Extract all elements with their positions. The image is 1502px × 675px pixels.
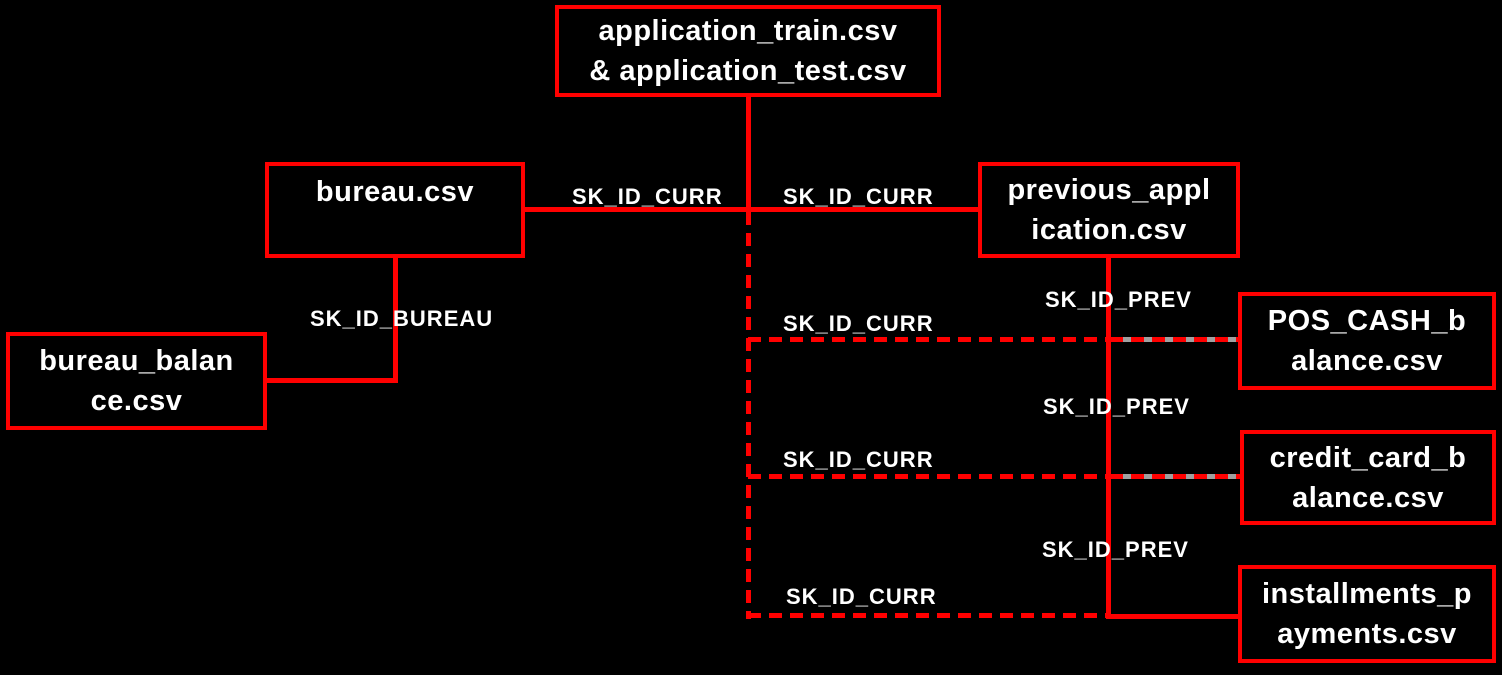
edge-curr-pos-dashed-line <box>748 337 1110 342</box>
edge-label-sk-id-curr-previous: SK_ID_CURR <box>783 184 934 209</box>
node-bureau: bureau.csv <box>265 162 525 258</box>
node-label: POS_CASH_b <box>1267 305 1467 337</box>
edge-bureau-balance-vline <box>393 258 398 383</box>
edge-application-trunk-line <box>746 97 751 211</box>
edge-label-sk-id-prev-credit: SK_ID_PREV <box>1043 394 1190 419</box>
node-label: previous_appl <box>1007 174 1211 206</box>
edge-label-sk-id-curr-bureau: SK_ID_CURR <box>572 184 723 209</box>
node-application-train-test: application_train.csv & application_test… <box>555 5 941 97</box>
edge-curr-installments-dashed-line <box>748 613 1110 618</box>
node-label: ication.csv <box>1031 214 1187 246</box>
node-label: ayments.csv <box>1277 618 1457 650</box>
edge-bureau-balance-hline <box>267 378 398 383</box>
node-pos-cash-balance: POS_CASH_b alance.csv <box>1238 292 1496 390</box>
node-label: installments_p <box>1261 578 1473 610</box>
node-label: & application_test.csv <box>589 55 907 87</box>
node-label: ce.csv <box>90 385 183 417</box>
node-previous-application: previous_appl ication.csv <box>978 162 1240 258</box>
edge-label-sk-id-curr-pos: SK_ID_CURR <box>783 311 934 336</box>
node-label: alance.csv <box>1292 481 1444 514</box>
edge-curr-dashed-trunk-line <box>746 212 751 619</box>
edge-label-sk-id-bureau: SK_ID_BUREAU <box>310 306 494 331</box>
node-label: application_train.csv <box>598 15 898 47</box>
node-installments-payments: installments_p ayments.csv <box>1238 565 1496 663</box>
edge-prev-trunk-line <box>1106 258 1111 619</box>
edge-label-sk-id-curr-credit: SK_ID_CURR <box>783 447 934 472</box>
node-credit-card-balance: credit_card_b alance.csv <box>1240 430 1496 525</box>
edge-bureau-previous-line <box>525 207 978 212</box>
node-label: bureau_balan <box>39 345 234 377</box>
edge-prev-installments-line <box>1110 614 1238 619</box>
edge-prev-credit-line <box>1110 474 1240 479</box>
edge-label-sk-id-prev-installments: SK_ID_PREV <box>1042 537 1189 562</box>
node-label: bureau.csv <box>315 176 475 208</box>
edge-label-sk-id-curr-installments: SK_ID_CURR <box>786 584 937 609</box>
node-label: alance.csv <box>1291 345 1443 377</box>
edge-prev-pos-line <box>1110 337 1238 342</box>
node-bureau-balance: bureau_balan ce.csv <box>6 332 267 430</box>
node-label: credit_card_b <box>1269 441 1467 474</box>
edge-curr-credit-dashed-line <box>748 474 1110 479</box>
edge-label-sk-id-prev-pos: SK_ID_PREV <box>1045 287 1192 312</box>
